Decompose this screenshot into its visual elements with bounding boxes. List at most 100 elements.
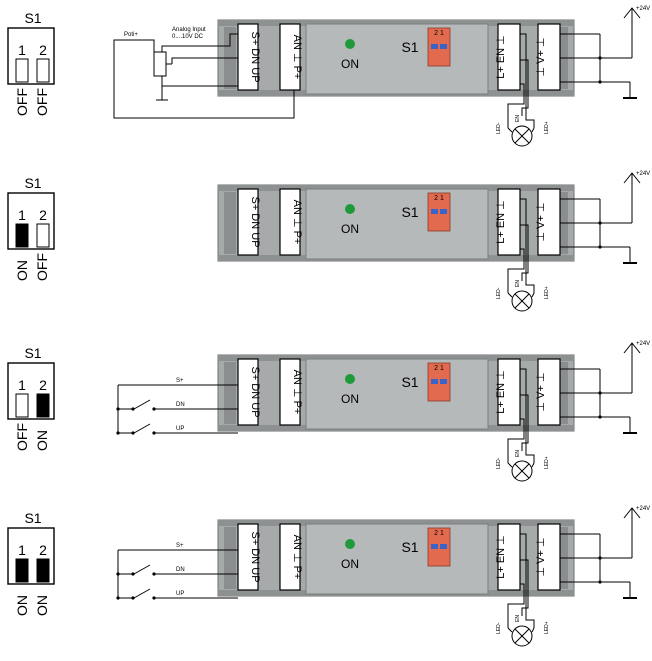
supply-wiring — [560, 342, 641, 434]
device-dip-numbers: 2 1 — [434, 530, 444, 537]
terminal-label-left-a: S+ DN UP — [249, 531, 261, 582]
terminal-label-right-a: L+ EN ⊥ — [495, 35, 507, 79]
dip-num-2: 2 — [39, 377, 47, 393]
terminal-label-right-a: L+ EN ⊥ — [495, 535, 507, 579]
device-dip-switch — [427, 527, 451, 567]
supply-label: +24V — [636, 341, 650, 347]
terminal-block-left-a — [237, 523, 259, 591]
dip-num-1: 1 — [18, 207, 26, 223]
dip-num-1: 1 — [18, 542, 26, 558]
dip-num-1: 1 — [18, 377, 26, 393]
supply-label: +24V — [636, 171, 650, 177]
terminal-block-right-b — [537, 23, 561, 91]
dip-switch-indicator: S1 1 2 ON ON — [7, 510, 55, 616]
dip-num-2: 2 — [39, 542, 47, 558]
terminal-block-right-b — [537, 358, 561, 426]
dip-state-1: ON — [14, 595, 30, 616]
dip-lever-2 — [36, 58, 50, 83]
status-led — [345, 39, 355, 49]
label-up: UP — [176, 426, 184, 432]
panel-2: S1 1 2 ON OFF S+ DN UP — [7, 171, 650, 312]
terminal-block-left-a — [237, 358, 259, 426]
label-s-plus: S+ — [176, 543, 184, 549]
label-s-plus: S+ — [176, 378, 184, 384]
terminal-block-left-b — [279, 358, 301, 426]
dip-state-2: ON — [34, 430, 50, 451]
terminal-label-right-b: ⊥ V+ ⊥ — [535, 202, 547, 241]
led-label: ON — [341, 222, 359, 236]
switch-dn-lever — [133, 564, 151, 575]
label-analog-2: 0....10V DC — [172, 34, 204, 40]
led-label: ON — [341, 557, 359, 571]
dip-title: S1 — [24, 175, 41, 191]
terminal-block-right-b — [537, 523, 561, 591]
lamp-label-minus: LED- — [496, 622, 502, 634]
led-label: ON — [341, 392, 359, 406]
dip-lever-2 — [36, 393, 50, 418]
terminal-label-right-a: L+ EN ⊥ — [495, 200, 507, 244]
supply-label: +24V — [636, 506, 650, 512]
lamp-label-plus: LED+ — [544, 456, 550, 469]
controller-device: S+ DN UP AN ⊥ P+ ON S1 2 1 L+ EN ⊥ ⊥ V+ … — [217, 184, 575, 262]
dip-state-2: OFF — [34, 88, 50, 116]
label-poti: Poti+ — [124, 32, 138, 38]
lamp-label-plus: LED+ — [544, 286, 550, 299]
terminal-label-left-b: AN ⊥ P+ — [291, 200, 303, 245]
lamp-icon — [511, 125, 533, 147]
status-led — [345, 539, 355, 549]
panel-3: S1 1 2 OFF ON S+ DN UP — [7, 341, 650, 482]
label-up: UP — [176, 591, 184, 597]
terminal-block-right-a — [497, 188, 521, 256]
lamp-label-minus: LED- — [496, 457, 502, 469]
terminal-label-left-a: S+ DN UP — [249, 31, 261, 82]
lamp-label-en: EN — [515, 615, 521, 622]
lamp-wiring — [507, 198, 535, 312]
lamp-wiring — [507, 533, 535, 647]
dip-title: S1 — [24, 345, 41, 361]
terminal-block-left-b — [279, 523, 301, 591]
dip-state-2: ON — [34, 595, 50, 616]
terminal-label-right-b: ⊥ V+ ⊥ — [535, 372, 547, 411]
supply-wiring — [560, 172, 641, 264]
led-label: ON — [341, 57, 359, 71]
terminal-label-left-a: S+ DN UP — [249, 366, 261, 417]
terminal-block-left-a — [237, 23, 259, 91]
terminal-label-right-a: L+ EN ⊥ — [495, 370, 507, 414]
device-dip-switch — [427, 362, 451, 402]
lamp-icon — [511, 625, 533, 647]
device-dip-switch — [427, 27, 451, 67]
dip-state-1: OFF — [14, 423, 30, 451]
dip-title: S1 — [24, 10, 41, 26]
dip-lever-1 — [15, 223, 29, 248]
lamp-label-minus: LED- — [496, 122, 502, 134]
terminal-label-right-b: ⊥ V+ ⊥ — [535, 537, 547, 576]
controller-device: S+ DN UP AN ⊥ P+ ON S1 2 1 L+ EN ⊥ ⊥ V+ … — [217, 519, 575, 597]
terminal-label-right-b: ⊥ V+ ⊥ — [535, 37, 547, 76]
panel-1: S1 1 2 OFF OFF S+ DN UP — [7, 6, 650, 147]
controller-device: S+ DN UP AN ⊥ P+ ON S1 2 1 L+ EN ⊥ ⊥ V+ … — [217, 19, 575, 97]
device-s1-label: S1 — [401, 374, 418, 390]
terminal-label-left-b: AN ⊥ P+ — [291, 35, 303, 80]
terminal-block-left-a — [237, 188, 259, 256]
lamp-label-en: EN — [515, 280, 521, 287]
label-dn: DN — [176, 567, 185, 573]
status-led — [345, 374, 355, 384]
switch-up-lever — [133, 588, 151, 599]
panel-4: S1 1 2 ON ON S+ DN UP — [7, 506, 650, 647]
lamp-wiring — [507, 368, 535, 482]
device-dip-numbers: 2 1 — [434, 365, 444, 372]
terminal-block-right-a — [497, 358, 521, 426]
terminal-label-left-b: AN ⊥ P+ — [291, 535, 303, 580]
label-analog-1: Analog Input — [172, 27, 206, 33]
dip-switch-indicator: S1 1 2 OFF ON — [7, 345, 55, 451]
analog-input-wiring — [113, 33, 295, 119]
dip-num-2: 2 — [39, 42, 47, 58]
terminal-block-right-b — [537, 188, 561, 256]
terminal-block-right-a — [497, 523, 521, 591]
lamp-label-minus: LED- — [496, 287, 502, 299]
terminal-block-left-b — [279, 188, 301, 256]
switch-dn-lever — [133, 399, 151, 410]
label-dn: DN — [176, 402, 185, 408]
device-s1-label: S1 — [401, 39, 418, 55]
